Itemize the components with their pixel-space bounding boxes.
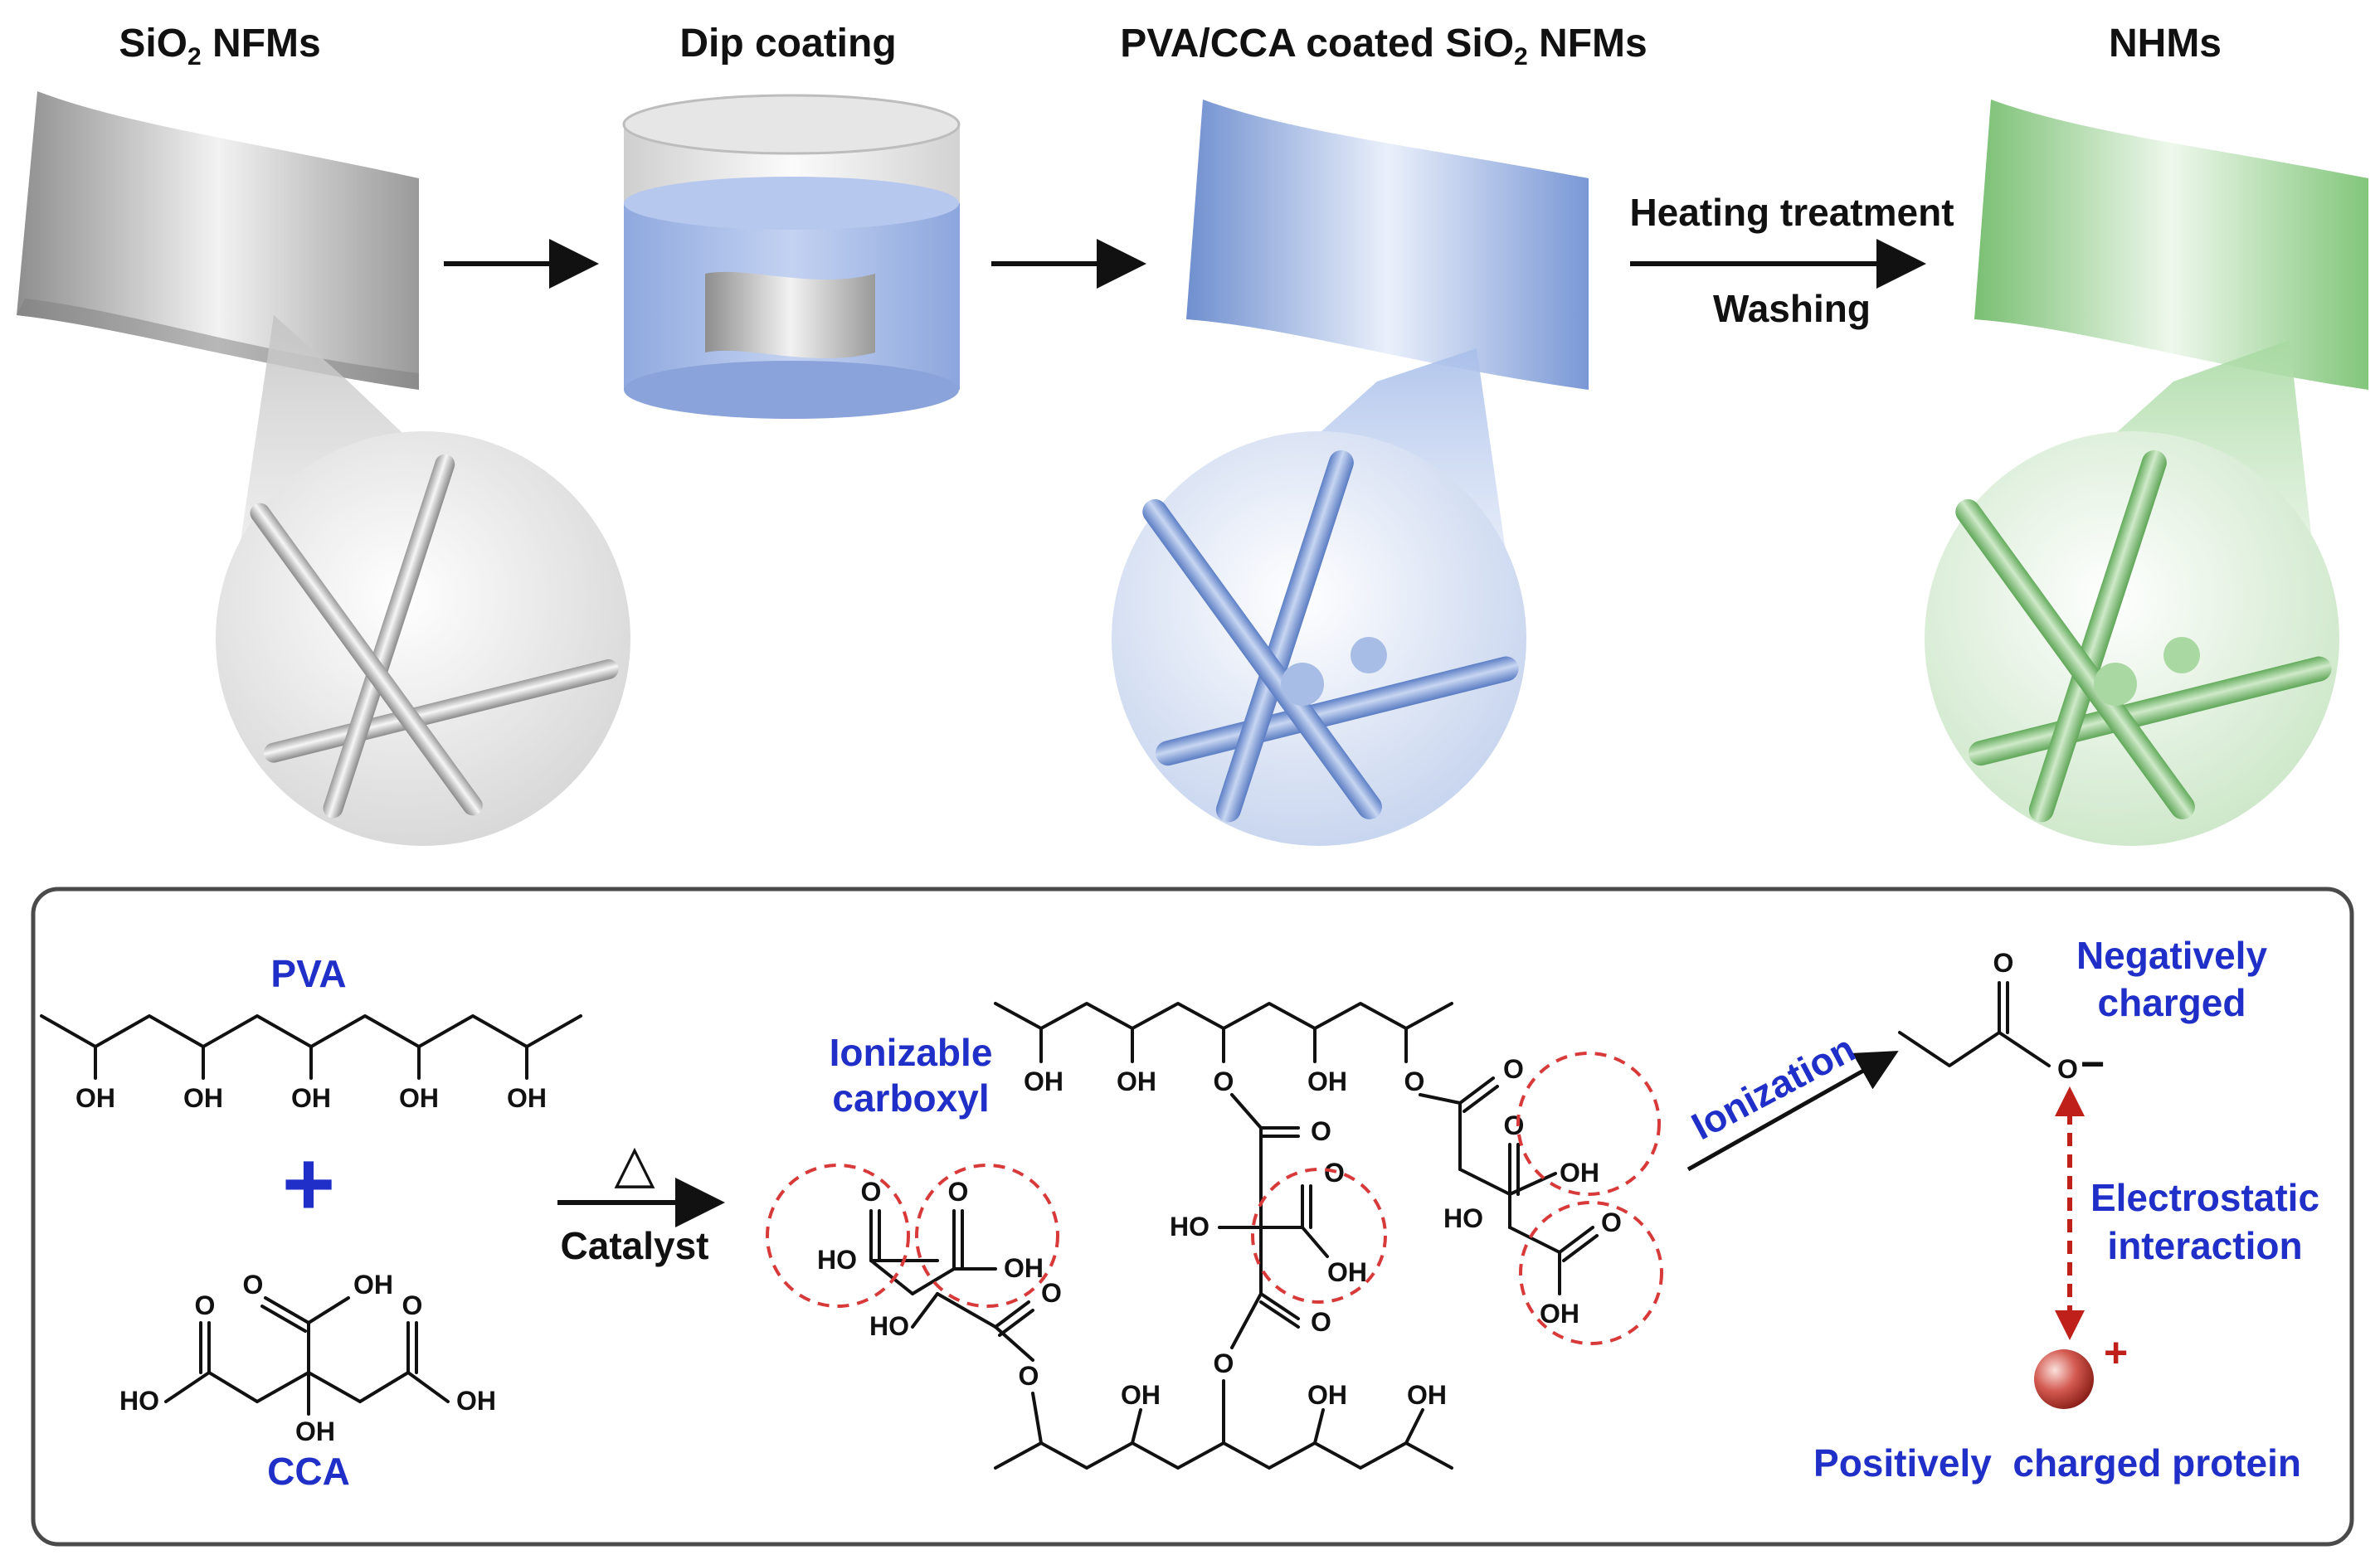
svg-text:HO: HO	[1170, 1212, 1209, 1242]
svg-text:O: O	[1504, 1110, 1525, 1140]
cca-structure: O OH O O HO OH OH	[119, 1270, 496, 1446]
svg-text:O: O	[861, 1177, 882, 1207]
membrane-sheet-icon-gray	[17, 91, 419, 390]
fiber-network-icon-green	[1925, 431, 2339, 846]
svg-text:OH: OH	[1307, 1380, 1347, 1410]
svg-text:HO: HO	[1443, 1203, 1483, 1233]
svg-text:O: O	[1601, 1208, 1622, 1237]
label-carboxyl: carboxyl	[832, 1076, 989, 1120]
label-electrostatic: Electrostatic	[2090, 1176, 2319, 1219]
svg-text:OH: OH	[291, 1083, 331, 1113]
svg-text:O: O	[1041, 1278, 1062, 1308]
svg-text:O: O	[1019, 1361, 1039, 1391]
svg-text:OH: OH	[183, 1083, 223, 1113]
svg-text:OH: OH	[1327, 1257, 1367, 1287]
svg-text:OH: OH	[295, 1417, 335, 1446]
protein-sphere-icon	[2034, 1349, 2094, 1409]
step-heating-treatment: Heating treatment	[1629, 191, 1954, 234]
delta-symbol: △	[614, 1134, 655, 1193]
label-pva: PVA	[270, 952, 346, 995]
carboxylate-structure: O O −	[1898, 948, 2105, 1087]
label-cca: CCA	[267, 1450, 350, 1493]
svg-text:O: O	[948, 1177, 969, 1207]
minus-charge: −	[2081, 1041, 2105, 1087]
membrane-sheet-icon-blue	[1186, 100, 1589, 390]
svg-text:OH: OH	[1117, 1067, 1156, 1096]
svg-text:O: O	[1503, 1054, 1524, 1084]
pva-structure: OH OH OH OH OH	[40, 1014, 582, 1113]
svg-text:HO: HO	[817, 1245, 857, 1275]
stage-title-nhms: NHMs	[2109, 22, 2222, 66]
svg-text:OH: OH	[1407, 1380, 1447, 1410]
fiber-network-icon-gray	[216, 431, 630, 846]
stage-title-sio2-nfms: SiO2 NFMs	[119, 22, 320, 70]
svg-text:O: O	[1311, 1307, 1331, 1337]
stage-title-dip-coating: Dip coating	[679, 22, 896, 66]
beaker-icon	[622, 94, 961, 419]
chemistry-panel	[31, 887, 2354, 1547]
plus-charge: +	[2104, 1329, 2128, 1376]
step-washing: Washing	[1713, 287, 1871, 330]
fiber-network-icon-blue	[1112, 431, 1526, 846]
svg-text:O: O	[1993, 948, 2014, 978]
svg-text:OH: OH	[75, 1083, 115, 1113]
crosslinked-network-structure: OH OH OH O O O HO O OH O O HO O O	[817, 1002, 1622, 1470]
label-interaction: interaction	[2107, 1224, 2302, 1267]
svg-text:OH: OH	[1004, 1253, 1044, 1283]
svg-text:O: O	[1214, 1067, 1234, 1096]
label-ionizable: Ionizable	[830, 1031, 993, 1074]
svg-text:OH: OH	[353, 1270, 393, 1300]
carboxyl-highlight-circles	[766, 1052, 1663, 1345]
stage-title-coated-nfms: PVA/CCA coated SiO2 NFMs	[1120, 22, 1647, 70]
svg-text:OH: OH	[507, 1083, 547, 1113]
svg-text:O: O	[195, 1290, 216, 1320]
svg-text:OH: OH	[1307, 1067, 1347, 1096]
svg-text:O: O	[1311, 1116, 1331, 1146]
svg-text:HO: HO	[119, 1386, 159, 1416]
label-charged: charged	[2098, 981, 2246, 1024]
svg-text:OH: OH	[1024, 1067, 1063, 1096]
plus-sign: +	[282, 1133, 335, 1235]
membrane-sheet-icon-green	[1974, 100, 2368, 390]
label-catalyst: Catalyst	[561, 1224, 709, 1267]
svg-text:O: O	[1214, 1348, 1234, 1378]
svg-text:O: O	[402, 1290, 423, 1320]
label-negatively: Negatively	[2076, 934, 2268, 977]
svg-text:OH: OH	[1560, 1158, 1599, 1188]
svg-text:OH: OH	[456, 1386, 496, 1416]
svg-text:O: O	[2057, 1054, 2078, 1084]
ionization-arrow	[1686, 1051, 1899, 1172]
svg-text:OH: OH	[1540, 1299, 1579, 1329]
svg-text:OH: OH	[399, 1083, 439, 1113]
svg-text:HO: HO	[869, 1311, 909, 1341]
svg-text:OH: OH	[1121, 1380, 1161, 1410]
label-positive-protein: Positively charged protein	[1813, 1441, 2301, 1485]
svg-text:O: O	[1404, 1067, 1425, 1096]
svg-text:O: O	[243, 1270, 264, 1300]
